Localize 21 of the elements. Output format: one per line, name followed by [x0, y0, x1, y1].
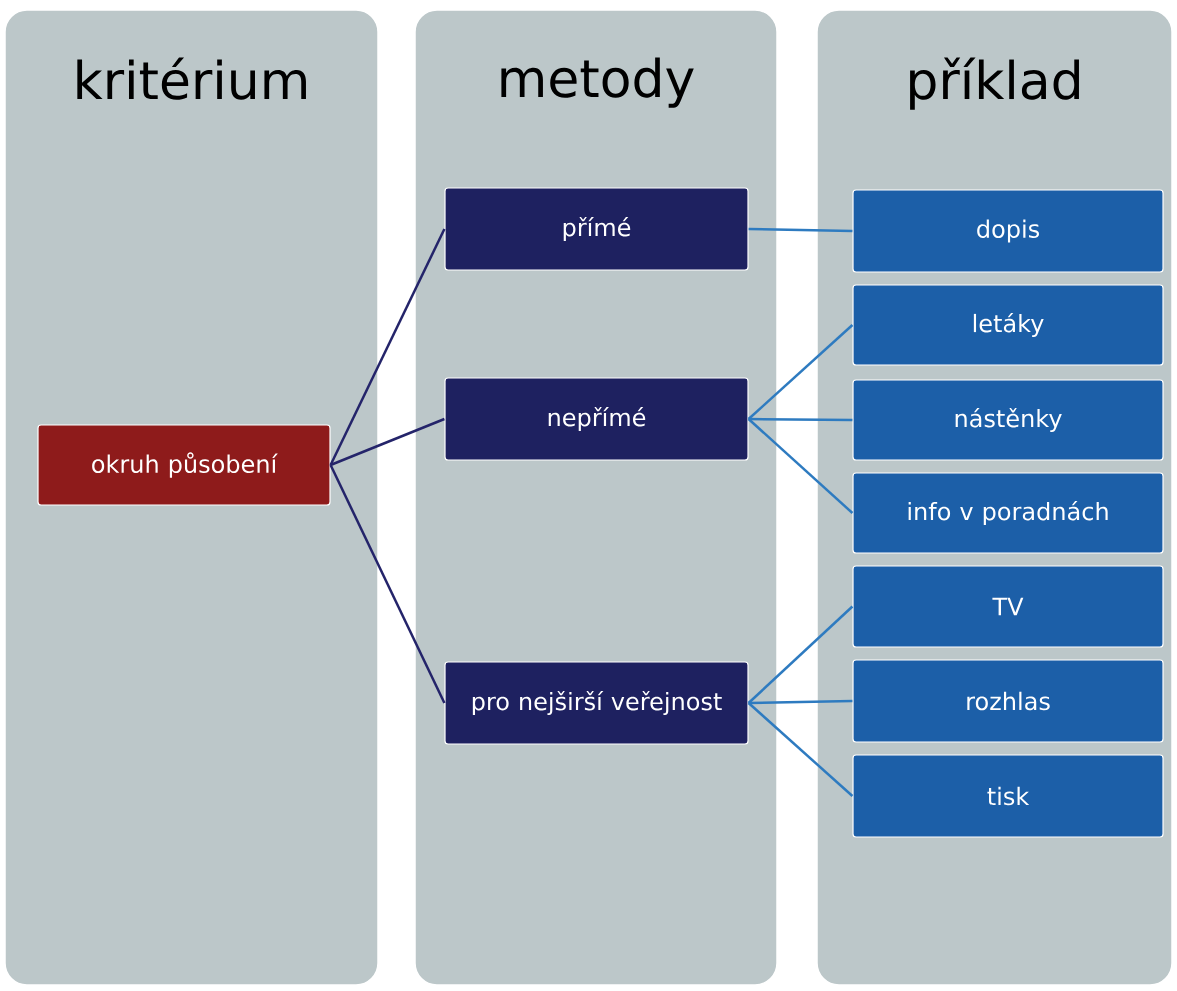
connector-line — [748, 227, 853, 233]
process-box: nepřímé — [444, 377, 749, 461]
connector-line — [747, 605, 854, 704]
process-box: dopis — [852, 189, 1164, 273]
connector-line — [747, 702, 854, 797]
process-box: okruh působení — [37, 424, 331, 506]
process-box: nástěnky — [852, 379, 1164, 461]
process-box: přímé — [444, 187, 749, 271]
connector-line — [329, 228, 446, 466]
process-box: letáky — [852, 284, 1164, 366]
connector-line — [329, 464, 446, 704]
connector-line — [748, 417, 853, 422]
process-box: TV — [852, 565, 1164, 648]
connector-line — [747, 418, 854, 514]
process-box: info v poradnách — [852, 472, 1164, 554]
connector-line — [747, 324, 854, 420]
connector-line — [748, 699, 853, 705]
connector-line — [330, 417, 445, 467]
process-box: rozhlas — [852, 659, 1164, 743]
process-box: pro nejširší veřejnost — [444, 661, 749, 745]
process-box: tisk — [852, 754, 1164, 838]
